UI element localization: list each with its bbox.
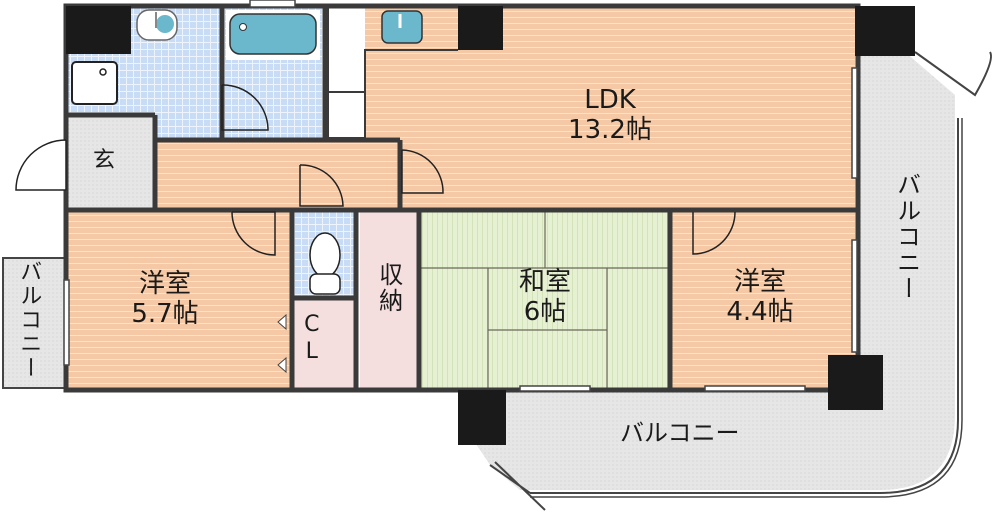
tatami-lines bbox=[421, 212, 669, 388]
room-name: 和室 bbox=[518, 267, 571, 297]
room-name: 洋室 bbox=[733, 267, 786, 297]
western-left-label: 洋室 5.7帖 bbox=[95, 269, 235, 330]
closet-floor bbox=[294, 300, 354, 388]
kitchen-sink-icon bbox=[381, 10, 423, 44]
closet-label: CL bbox=[299, 312, 325, 366]
washbasin-icon bbox=[136, 9, 178, 41]
entrance-label: 玄 bbox=[93, 148, 116, 173]
japanese-label: 和室 6帖 bbox=[480, 267, 610, 328]
western-left-floor bbox=[68, 212, 291, 388]
ldk-label: LDK 13.2帖 bbox=[555, 85, 665, 146]
entrance-floor bbox=[68, 115, 153, 208]
balcony-left-label: バルコニー bbox=[16, 260, 42, 380]
washing-machine-icon bbox=[71, 61, 118, 105]
closet-doors bbox=[277, 313, 287, 374]
storage-floor bbox=[360, 212, 417, 388]
storage-label: 収納 bbox=[374, 262, 403, 314]
windows bbox=[63, 0, 858, 392]
room-size: 13.2帖 bbox=[568, 114, 652, 145]
ldk-floor bbox=[365, 8, 855, 208]
balcony-bottom-label: バルコニー bbox=[620, 419, 740, 447]
room-size: 6帖 bbox=[523, 296, 567, 327]
balcony-right-label: バルコニー bbox=[892, 172, 921, 302]
room-size: 4.4帖 bbox=[726, 296, 794, 327]
western-right-floor bbox=[672, 212, 855, 388]
western-right-label: 洋室 4.4帖 bbox=[695, 267, 825, 328]
room-name: LDK bbox=[584, 85, 636, 115]
pillars bbox=[66, 6, 915, 445]
bathtub-icon bbox=[226, 10, 320, 60]
room-size: 5.7帖 bbox=[131, 298, 199, 329]
toilet-icon bbox=[309, 232, 341, 295]
doors bbox=[15, 84, 736, 256]
room-name: 洋室 bbox=[138, 269, 191, 299]
